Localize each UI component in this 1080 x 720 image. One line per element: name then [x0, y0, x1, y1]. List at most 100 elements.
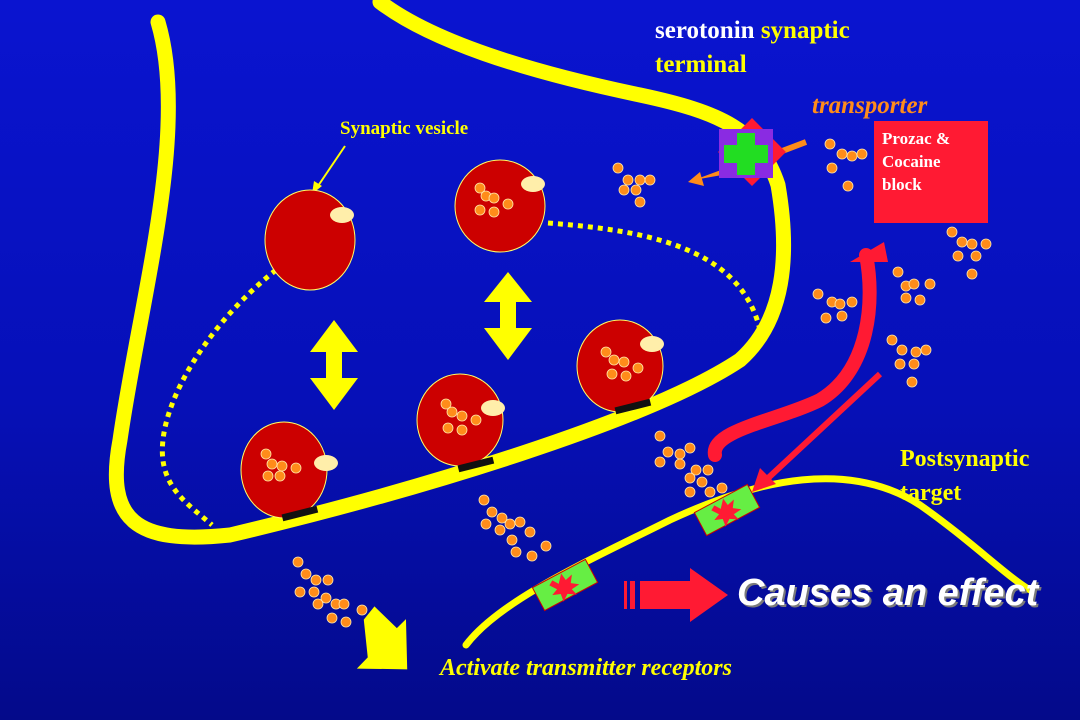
transmitter-dot [826, 162, 838, 174]
postsynaptic-label-line-1: Postsynaptic [900, 446, 1030, 472]
transmitter-dot [654, 430, 666, 442]
transmitter-dot [644, 174, 656, 186]
drug-block-line-1: Prozac & [882, 129, 951, 148]
transmitter-dot [914, 294, 926, 306]
transmitter-dot [440, 398, 452, 410]
transmitter-dot [716, 482, 728, 494]
transmitter-dot [480, 518, 492, 530]
transmitter-dot [486, 506, 498, 518]
transmitter-dot [356, 604, 368, 616]
transmitter-dot [846, 150, 858, 162]
transmitter-dot [920, 344, 932, 356]
transmitter-dot [836, 310, 848, 322]
transmitter-dot [690, 464, 702, 476]
receptor-pointer-arrow [763, 371, 883, 483]
transmitter-dot [274, 470, 286, 482]
transmitter-dot [608, 354, 620, 366]
transmitter-dot [846, 296, 858, 308]
transmitter-dot [842, 180, 854, 192]
transmitter-dot [856, 148, 868, 160]
synaptic-vesicle-top-left [264, 189, 356, 291]
transmitter-dot [702, 464, 714, 476]
activate-label: Activate transmitter receptors [440, 655, 732, 681]
transmitter-dot [836, 148, 848, 160]
transmitter-dot [294, 586, 306, 598]
synaptic-vesicle-docked-3 [576, 319, 664, 415]
transmitter-dot [312, 598, 324, 610]
vesicle-pointer-line [317, 145, 346, 187]
transmitter-dot [504, 518, 516, 530]
terminal-label-word-1: serotonin [655, 17, 755, 44]
drug-block-line-2: Cocaine [882, 152, 941, 171]
transmitter-dot [456, 424, 468, 436]
transporter-icon [688, 118, 808, 186]
transmitter-dot [618, 356, 630, 368]
drug-curve-arrowhead [850, 242, 888, 262]
transmitter-dot [906, 376, 918, 388]
transmitter-dot [684, 472, 696, 484]
transmitter-dot [502, 198, 514, 210]
transmitter-dot [966, 268, 978, 280]
transmitter-dot [338, 598, 350, 610]
transmitter-dot [340, 616, 352, 628]
terminal-label-word-3: terminal [655, 51, 747, 78]
transmitter-dot [908, 358, 920, 370]
receptor-left [531, 558, 599, 612]
transmitter-dot [310, 574, 322, 586]
transmitter-dot [908, 278, 920, 290]
transporter-label: transporter [812, 92, 928, 119]
transmitter-dot [910, 346, 922, 358]
transmitter-dot [900, 292, 912, 304]
transmitter-dot [320, 592, 332, 604]
transmitter-dot [290, 462, 302, 474]
transmitter-dot [924, 278, 936, 290]
drug-block-line-3: block [882, 175, 922, 194]
terminal-label: serotonin synaptic terminal [655, 14, 955, 82]
transmitter-dot [600, 346, 612, 358]
transmitter-dot [488, 206, 500, 218]
transmitter-dot [540, 540, 552, 552]
transmitter-dot [980, 238, 992, 250]
transmitter-dot [300, 568, 312, 580]
transmitter-dot [496, 512, 508, 524]
transmitter-dot [630, 184, 642, 196]
transmitter-dot [634, 174, 646, 186]
transmitter-dot [820, 312, 832, 324]
transmitter-dot [308, 586, 320, 598]
transmitter-dot [326, 612, 338, 624]
transmitter-dot [292, 556, 304, 568]
transmitter-dot [684, 486, 696, 498]
transmitter-dot [488, 192, 500, 204]
transmitter-dot [442, 422, 454, 434]
synaptic-vesicle-top-mid [454, 159, 546, 253]
transmitter-dot [446, 406, 458, 418]
transmitter-molecules [260, 138, 992, 628]
transmitter-dot [970, 250, 982, 262]
transmitter-dot [946, 226, 958, 238]
drug-block-box: Prozac & Cocaine block [874, 121, 988, 223]
transmitter-dot [478, 494, 490, 506]
transmitter-dot [606, 368, 618, 380]
transmitter-dot [886, 334, 898, 346]
transmitter-dot [470, 414, 482, 426]
transmitter-dot [894, 358, 906, 370]
transmitter-dot [704, 486, 716, 498]
activate-arrow [356, 606, 408, 670]
transmitter-dot [696, 476, 708, 488]
transmitter-dot [834, 298, 846, 310]
double-arrow-middle [484, 272, 532, 360]
transmitter-dot [654, 456, 666, 468]
dotted-tether-right [547, 220, 763, 331]
transmitter-dot [510, 546, 522, 558]
transmitter-dot [824, 138, 836, 150]
synaptic-vesicle-label: Synaptic vesicle [340, 118, 469, 139]
transmitter-dot [618, 184, 630, 196]
transmitter-dot [966, 238, 978, 250]
transmitter-dot [662, 446, 674, 458]
effect-label: Causes an effect [737, 572, 1039, 614]
transmitter-dot [952, 250, 964, 262]
postsynaptic-label: Postsynaptic target [900, 442, 1080, 510]
double-arrow-left [310, 320, 358, 410]
transmitter-dot [684, 442, 696, 454]
